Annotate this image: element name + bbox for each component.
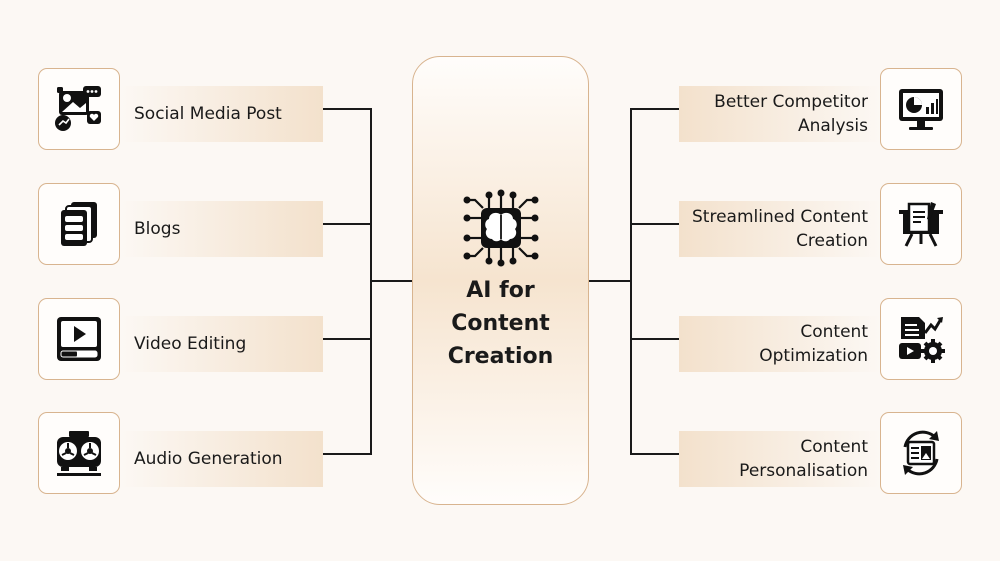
presentation-board-icon-box	[880, 183, 962, 265]
presentation-board-icon	[899, 202, 943, 247]
personalisation-cycle-icon-box	[880, 412, 962, 494]
left-item-video-editing: Video Editing	[120, 316, 323, 372]
personalisation-cycle-icon	[903, 430, 939, 476]
right-item-content-personalisation: Content Personalisation	[679, 431, 882, 487]
left-item-label: Video Editing	[134, 334, 247, 354]
social-media-icon-box	[38, 68, 120, 150]
blog-pages-icon	[61, 202, 97, 246]
central-topic-title: AI for Content Creation	[448, 274, 554, 373]
ai-brain-chip-icon	[463, 189, 538, 267]
right-item-streamlined-creation: Streamlined Content Creation	[679, 201, 882, 257]
video-editing-icon	[57, 317, 101, 361]
left-item-blogs: Blogs	[120, 201, 323, 257]
right-item-label-line: Streamlined Content	[692, 207, 868, 227]
right-item-label-line: Creation	[796, 231, 868, 251]
video-editing-icon-box	[38, 298, 120, 380]
right-item-content-optimization: Content Optimization	[679, 316, 882, 372]
audio-mixer-icon	[57, 431, 101, 476]
content-optimization-icon	[899, 317, 945, 363]
right-item-label-line: Content	[800, 322, 868, 342]
audio-mixer-icon-box	[38, 412, 120, 494]
right-item-label-line: Better Competitor	[714, 92, 868, 112]
right-item-label-line: Optimization	[759, 346, 868, 366]
right-item-label-line: Content	[800, 437, 868, 457]
left-item-social-media: Social Media Post	[120, 86, 323, 142]
title-line: Creation	[447, 344, 554, 369]
right-item-competitor-analysis: Better Competitor Analysis	[679, 86, 882, 142]
blog-pages-icon-box	[38, 183, 120, 265]
right-item-label-line: Personalisation	[739, 461, 868, 481]
analytics-monitor-icon	[899, 89, 943, 130]
content-optimization-icon-box	[880, 298, 962, 380]
analytics-monitor-icon-box	[880, 68, 962, 150]
left-item-label: Audio Generation	[134, 449, 283, 469]
title-line: Content	[451, 311, 550, 336]
right-item-label-line: Analysis	[797, 116, 868, 136]
title-line: AI for	[466, 278, 535, 303]
social-media-icon	[55, 86, 101, 131]
left-item-label: Blogs	[134, 219, 181, 239]
central-topic-box: AI for Content Creation	[412, 56, 589, 505]
left-item-audio-generation: Audio Generation	[120, 431, 323, 487]
left-item-label: Social Media Post	[134, 104, 282, 124]
